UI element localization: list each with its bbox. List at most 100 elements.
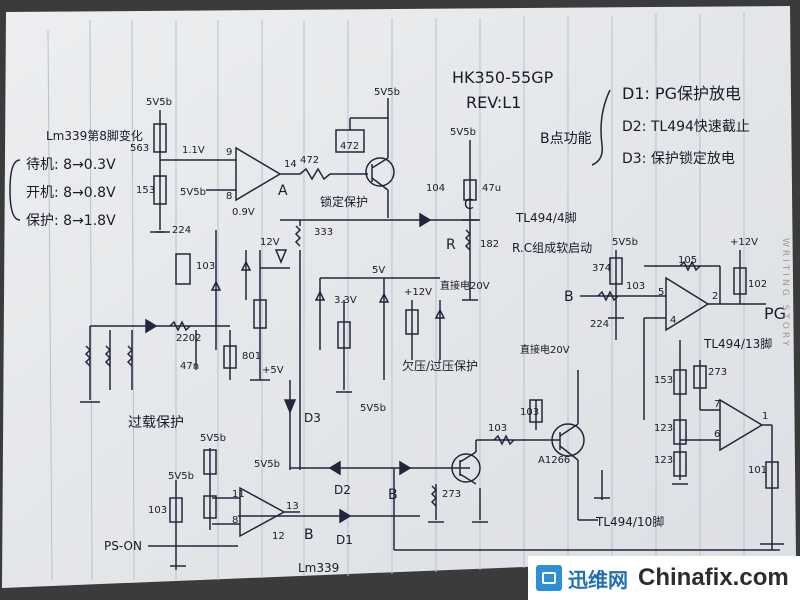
resistor-label: 153 [654, 375, 674, 386]
revision: REV:L1 [466, 93, 522, 112]
resistor-label: 472 [300, 155, 320, 166]
resistor-label: 105 [678, 255, 698, 266]
vsb-label: 5V5b [180, 187, 206, 198]
watermark-cn: 迅维网 [568, 567, 628, 592]
chinafix-logo-icon [536, 565, 562, 591]
functions-bracket [591, 89, 611, 166]
capacitor-label: 224 [590, 319, 610, 330]
point-a-label: A [278, 183, 288, 199]
voltage-label: 1.1V [182, 145, 205, 156]
pin-label: 1 [762, 411, 769, 422]
pin-label: 11 [232, 489, 245, 500]
vsb-label: 5V5b [450, 127, 476, 138]
pin-label: 6 [714, 429, 721, 440]
point-b-input-label: B [564, 289, 574, 305]
note-protect: 保护: 8→1.8V [26, 213, 116, 229]
resistor-label: 374 [592, 263, 612, 274]
resistor-label: 563 [130, 143, 150, 154]
diode-d2-label: D2 [334, 483, 351, 497]
pg-output-label: PG [764, 304, 787, 323]
pin-label: 13 [286, 501, 299, 512]
function-d1: D1: PG保护放电 [622, 84, 742, 103]
rc-softstart-label: R.C组成软启动 [512, 241, 593, 255]
resistor-label: 103 [488, 423, 508, 434]
resistor-label: 101 [748, 465, 768, 476]
voltage-label: 0.9V [232, 207, 255, 218]
tl494-pin13-label: TL494/13脚 [704, 337, 773, 351]
point-c-label: C [464, 197, 474, 213]
ruled-lines [47, 12, 745, 581]
function-d3: D3: 保护锁定放电 [622, 151, 735, 167]
watermark-brand: 迅维网 Chinafix.com [528, 556, 800, 600]
model-title: HK350-55GP [452, 68, 554, 87]
function-d2: D2: TL494快速截止 [622, 119, 750, 135]
paper-surface [2, 6, 796, 588]
voltage-label: +12V [730, 237, 758, 248]
ps-on-label: PS-ON [104, 539, 142, 553]
resistor-label: 102 [748, 279, 768, 290]
point-b-label: B [388, 487, 398, 503]
pin-label: 2 [712, 291, 719, 302]
resistor-label: 123 [654, 455, 674, 466]
resistor-label: 801 [242, 351, 262, 362]
vsb-label: 5V5b [146, 97, 172, 108]
resistor-label: 153 [136, 185, 156, 196]
pin-label: 4 [670, 315, 677, 326]
paper-edge-text: WRITING STORY [780, 238, 790, 349]
pin-label: 8 [232, 515, 239, 526]
capacitor-label: 47n [180, 361, 200, 372]
pin-label: 14 [284, 159, 297, 170]
resistor-label: 472 [340, 141, 360, 152]
voltage-label: 3.3V [334, 295, 357, 306]
voltage-label: 直接电20V [440, 281, 490, 292]
vsb-label: 5V5b [200, 433, 226, 444]
vsb-label: 5V5b [612, 237, 638, 248]
diode-d1-label: D1 [336, 533, 353, 547]
voltage-label: 5V [372, 265, 386, 276]
notes-heading: Lm339第8脚变化 [46, 129, 143, 143]
tl494-pin4-label: TL494/4脚 [516, 211, 577, 225]
transistor-label: A1266 [538, 455, 571, 466]
note-poweron: 开机: 8→0.8V [26, 185, 116, 201]
vsb-label: 5V5b [374, 87, 400, 98]
resistor-label: 224 [172, 225, 192, 236]
overload-protect-label: 过载保护 [128, 415, 184, 431]
voltage-label: +5V [262, 365, 284, 376]
note-standby: 待机: 8→0.3V [26, 157, 116, 173]
resistor-label: 103 [196, 261, 216, 272]
voltage-label: 12V [260, 237, 280, 248]
resistor-r-label: R [446, 237, 456, 253]
resistor-label: 273 [708, 367, 728, 378]
pin-label: 8 [226, 191, 233, 202]
resistor-label: 123 [654, 423, 674, 434]
voltage-label: +12V [404, 287, 432, 298]
tl494-pin10-label: TL494/10脚 [596, 515, 665, 529]
resistor-label: 2202 [176, 333, 202, 344]
b-function-label: B点功能 [540, 131, 592, 147]
pin-label: 7 [714, 399, 721, 410]
vsb-label: 5V5b [254, 459, 280, 470]
diode-d3-label: D3 [304, 411, 321, 425]
voltage-label: 直接电20V [520, 345, 570, 356]
pin-label: 5 [658, 287, 665, 298]
pin-label: 9 [226, 147, 233, 158]
resistor-label: 103 [520, 407, 540, 418]
point-b-label: B [304, 527, 314, 543]
resistor-label: 103 [626, 281, 646, 292]
resistor-label: 103 [148, 505, 168, 516]
pin-label: 12 [272, 531, 285, 542]
capacitor-label: 104 [426, 183, 446, 194]
resistor-label: 182 [480, 239, 500, 250]
watermark-en: Chinafix.com [638, 564, 789, 591]
vsb-label: 5V5b [360, 403, 386, 414]
resistor-label: 333 [314, 227, 334, 238]
lm339-label: Lm339 [298, 561, 340, 575]
notes-bracket [9, 159, 21, 221]
resistor-label: 273 [442, 489, 462, 500]
circuit-wiring [80, 98, 784, 570]
vsb-label: 5V5b [168, 471, 194, 482]
uvp-ovp-label: 欠压/过压保护 [402, 359, 479, 373]
capacitor-label: 47u [482, 183, 502, 194]
